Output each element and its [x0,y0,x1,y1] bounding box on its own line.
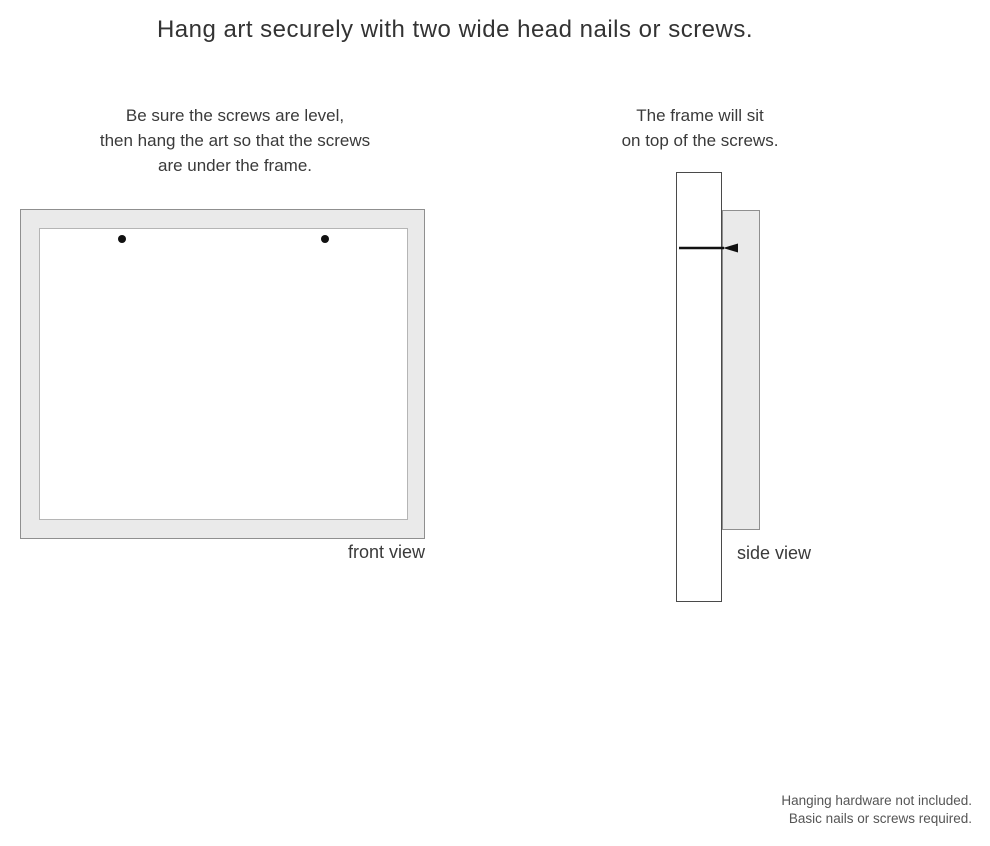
footer-line-1: Hanging hardware not included. [781,793,972,808]
nail-icon [679,243,738,253]
side-view-instructions: The frame will sit on top of the screws. [555,103,845,153]
screw-dot-left-icon [118,235,126,243]
front-instruction-line-2: then hang the art so that the screws [99,131,371,150]
front-view-frame [20,209,425,539]
side-view-frame-profile [676,172,722,602]
page-title: Hang art securely with two wide head nai… [156,16,754,43]
footer-line-2: Basic nails or screws required. [788,811,972,826]
front-view-instructions: Be sure the screws are level, then hang … [20,103,450,178]
side-instruction-line-2: on top of the screws. [621,131,779,150]
front-view-label: front view [347,542,425,562]
footer-note: Hanging hardware not included. Basic nai… [652,792,972,828]
side-instruction-line-1: The frame will sit [636,106,764,125]
front-instruction-line-1: Be sure the screws are level, [125,106,345,125]
side-view-label: side view [737,543,812,563]
side-view-backing [722,210,760,530]
front-instruction-line-3: are under the frame. [157,156,313,175]
front-view-frame-opening [39,228,408,520]
screw-dot-right-icon [321,235,329,243]
